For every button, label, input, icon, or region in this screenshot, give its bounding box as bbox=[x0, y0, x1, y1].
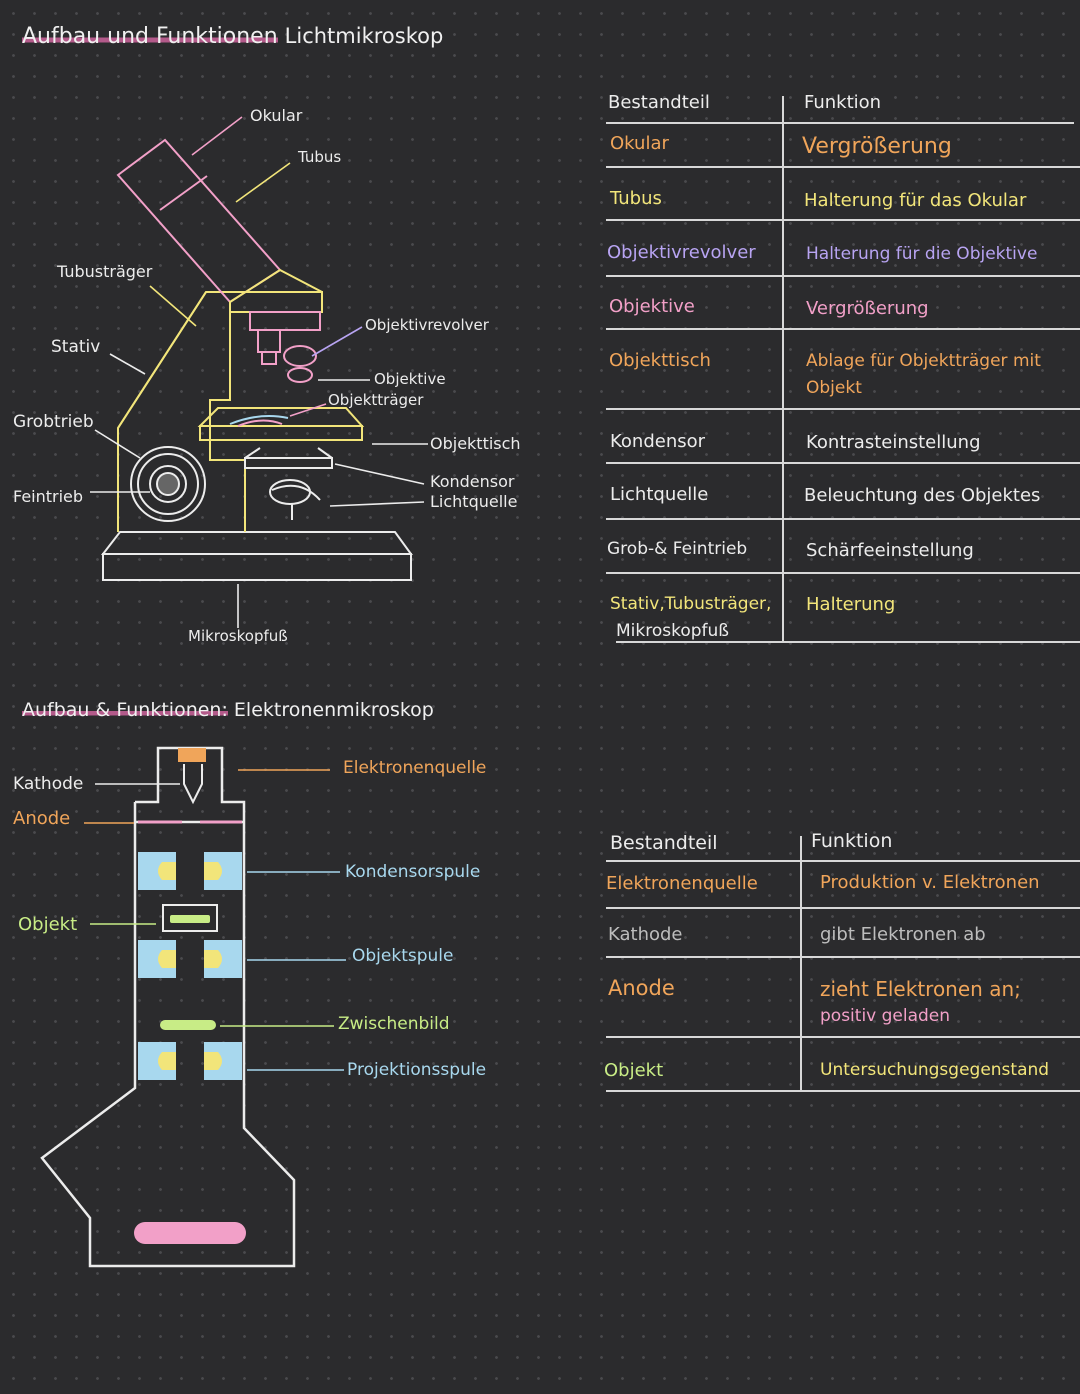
zwischenbild-shape bbox=[160, 1020, 216, 1030]
light-row-2-part: Tubus bbox=[610, 188, 662, 209]
label-objektive: Objektive bbox=[374, 370, 446, 388]
light-table-header-func: Funktion bbox=[804, 92, 882, 113]
light-table-header-part: Bestandteil bbox=[608, 92, 710, 113]
light-row-7-part: Lichtquelle bbox=[610, 484, 709, 505]
label-zwischenbild: Zwischenbild bbox=[338, 1014, 450, 1034]
stativ-shape bbox=[117, 291, 323, 532]
label-objekttisch: Objekttisch bbox=[430, 434, 521, 453]
light-row-4-part: Objektive bbox=[609, 296, 695, 317]
electron-row-4-part: Objekt bbox=[604, 1060, 664, 1081]
light-row-3-func: Halterung für die Objektive bbox=[806, 244, 1038, 264]
light-microscope-drawing bbox=[90, 116, 428, 628]
label-grobtrieb: Grobtrieb bbox=[13, 412, 94, 432]
arrow-tubus bbox=[235, 162, 291, 203]
leuchtschirm-shape bbox=[134, 1222, 246, 1244]
elektronenquelle-cap bbox=[178, 748, 206, 762]
light-row-6-part: Kondensor bbox=[610, 431, 706, 452]
objekt-shape bbox=[162, 904, 218, 932]
light-row-5-func-line2: Objekt bbox=[806, 378, 862, 398]
label-kondensor: Kondensor bbox=[430, 472, 515, 491]
electron-table-header-func: Funktion bbox=[811, 830, 893, 852]
electron-microscope-drawing bbox=[40, 746, 346, 1268]
light-title-main: Aufbau und Funktionen bbox=[22, 24, 278, 49]
light-row-1-func: Vergrößerung bbox=[802, 134, 952, 159]
label-anode: Anode bbox=[13, 808, 71, 829]
label-objektivrevolver: Objektivrevolver bbox=[365, 316, 489, 334]
label-objektspule: Objektspule bbox=[352, 946, 454, 966]
electron-row-2-part: Kathode bbox=[608, 924, 683, 945]
electron-title: Aufbau & Funktionen: Elektronenmikroskop bbox=[22, 699, 434, 721]
kondensor-shape bbox=[244, 447, 333, 469]
light-row-9-func: Halterung bbox=[806, 594, 896, 615]
light-row-3-part: Objektivrevolver bbox=[607, 242, 756, 263]
electron-row-3-func-line1: zieht Elektronen an; bbox=[820, 977, 1021, 1001]
light-row-8-func: Schärfeeinstellung bbox=[806, 540, 974, 561]
light-row-5-func-line1: Ablage für Objektträger mit bbox=[806, 351, 1041, 371]
column-left bbox=[40, 802, 296, 1268]
light-row-6-func: Kontrasteinstellung bbox=[806, 432, 981, 453]
arrow-objekttraeger bbox=[289, 403, 327, 417]
light-row-4-func: Vergrößerung bbox=[806, 298, 929, 319]
lichtquelle-shape bbox=[269, 479, 321, 520]
arrow-tubustraeger bbox=[149, 285, 197, 327]
electron-row-1-func: Produktion v. Elektronen bbox=[820, 872, 1040, 893]
label-okular: Okular bbox=[250, 106, 303, 125]
label-projektionsspule: Projektionsspule bbox=[347, 1060, 487, 1080]
electron-row-3-func-line2: positiv geladen bbox=[820, 1006, 951, 1026]
objektive-shape bbox=[249, 311, 321, 383]
trieb-wheel bbox=[130, 446, 206, 522]
arrow-okular bbox=[191, 116, 243, 156]
arrow-lichtquelle bbox=[329, 501, 425, 507]
kathode-shape bbox=[183, 764, 203, 805]
electron-row-4-func: Untersuchungsgegenstand bbox=[820, 1060, 1050, 1080]
light-row-7-func: Beleuchtung des Objektes bbox=[804, 485, 1041, 506]
projektionsspule-shape bbox=[138, 1042, 242, 1080]
electron-table-header-part: Bestandteil bbox=[610, 832, 718, 854]
arrow-objektivrevolver bbox=[311, 326, 363, 357]
label-mikroskopfuss: Mikroskopfuß bbox=[188, 627, 288, 645]
electron-row-1-part: Elektronenquelle bbox=[606, 873, 758, 894]
label-objekttraeger: Objektträger bbox=[328, 391, 424, 409]
elektronenquelle-housing bbox=[135, 746, 246, 822]
light-row-5-part: Objekttisch bbox=[609, 350, 711, 371]
light-row-9-part-line1: Stativ,Tubusträger, bbox=[610, 594, 772, 614]
arrow-stativ bbox=[109, 353, 146, 375]
light-row-9-part-line2: Mikroskopfuß bbox=[616, 621, 730, 641]
label-stativ: Stativ bbox=[51, 337, 101, 357]
label-objekt: Objekt bbox=[18, 914, 78, 935]
electron-title-sub: Elektronenmikroskop bbox=[233, 699, 434, 721]
mikroskopfuss-shape bbox=[100, 531, 413, 581]
label-lichtquelle: Lichtquelle bbox=[430, 492, 518, 511]
electron-row-3-part: Anode bbox=[608, 976, 675, 1000]
label-tubus: Tubus bbox=[298, 148, 342, 166]
light-row-2-func: Halterung für das Okular bbox=[804, 190, 1027, 211]
electron-row-2-func: gibt Elektronen ab bbox=[820, 924, 986, 945]
label-feintrieb: Feintrieb bbox=[13, 487, 84, 506]
light-row-1-part: Okular bbox=[610, 133, 669, 154]
label-elektronenquelle: Elektronenquelle bbox=[343, 758, 487, 778]
light-title: Aufbau und Funktionen Lichtmikroskop bbox=[22, 24, 443, 49]
label-tubustraeger: Tubusträger bbox=[57, 262, 153, 281]
arrow-grobtrieb bbox=[94, 429, 141, 459]
label-kondensorspule: Kondensorspule bbox=[345, 862, 481, 882]
arrow-kondensor bbox=[334, 463, 425, 485]
label-kathode: Kathode bbox=[13, 774, 84, 794]
objektspule-shape bbox=[138, 940, 242, 978]
light-row-8-part: Grob-& Feintrieb bbox=[607, 539, 748, 559]
objekttisch-shape bbox=[197, 407, 365, 441]
kondensorspule-shape bbox=[138, 852, 242, 890]
light-title-sub: Lichtmikroskop bbox=[284, 24, 444, 48]
electron-title-main: Aufbau & Funktionen: bbox=[22, 699, 228, 721]
